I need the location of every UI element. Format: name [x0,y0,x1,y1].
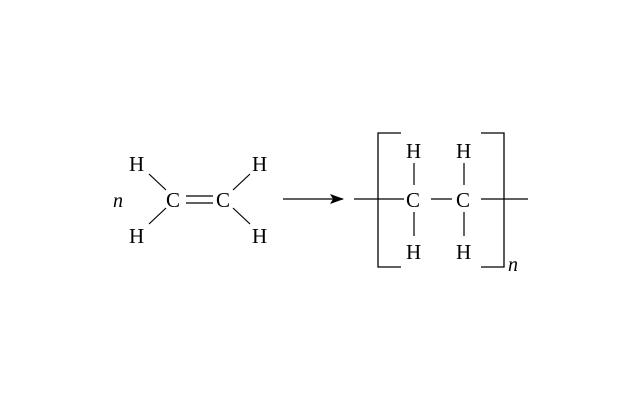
reactant-ethene: n C C H H H H [113,152,267,248]
reactant-double-bond [186,195,213,204]
reactant-hydrogen-bottom-right: H [252,224,267,248]
repeat-unit-subscript: n [508,254,518,276]
product-hydrogen-top-left: H [406,139,421,163]
product-polyethylene: n C C H H H H [354,132,528,276]
right-bracket [481,132,505,268]
reactant-bond-bottom-left [148,207,167,225]
reactant-coefficient: n [113,190,123,212]
product-hydrogen-bottom-right: H [456,240,471,264]
product-hydrogen-top-right: H [456,139,471,163]
reactant-carbon-right: C [216,188,230,212]
product-carbon-right: C [456,188,470,212]
product-carbon-left: C [406,188,420,212]
reactant-bond-top-right [232,173,251,191]
reactant-carbon-left: C [166,188,180,212]
reactant-hydrogen-top-right: H [252,152,267,176]
reactant-bond-bottom-right [232,207,251,225]
left-bracket [377,132,401,268]
reactant-hydrogen-top-left: H [129,152,144,176]
reactant-hydrogen-bottom-left: H [129,224,144,248]
reactant-bond-top-left [148,173,167,191]
product-hydrogen-bottom-left: H [406,240,421,264]
